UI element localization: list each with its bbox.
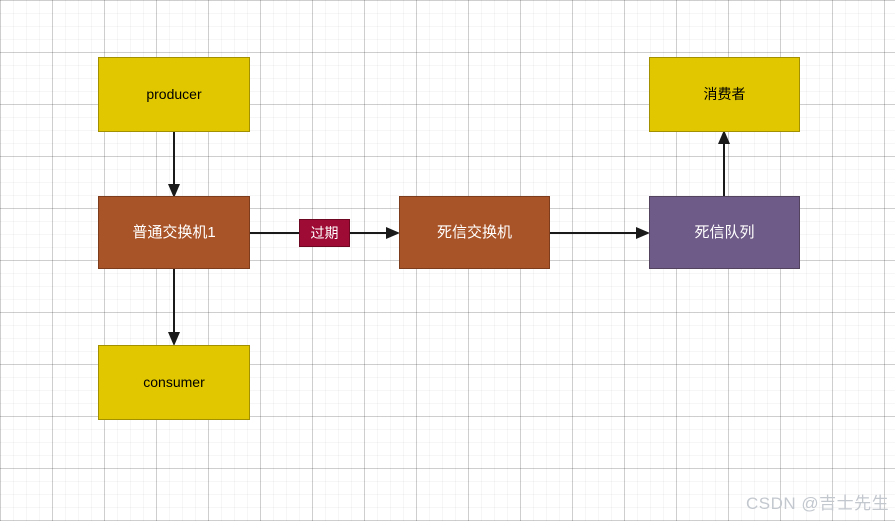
node-dl-consumer[interactable]: 消费者 bbox=[649, 57, 800, 132]
node-consumer[interactable]: consumer bbox=[98, 345, 250, 420]
node-dead-letter-exchange[interactable]: 死信交换机 bbox=[399, 196, 550, 269]
edge-label-expired-text: 过期 bbox=[310, 225, 339, 241]
edge-dead-letter-exchange-to-queue bbox=[548, 223, 653, 243]
node-dead-letter-exchange-label: 死信交换机 bbox=[436, 223, 512, 241]
node-dead-letter-queue[interactable]: 死信队列 bbox=[649, 196, 800, 269]
edge-producer-to-normal-exchange bbox=[164, 128, 184, 200]
edge-label-expired[interactable]: 过期 bbox=[299, 219, 350, 247]
csdn-watermark: CSDN @吉士先生 bbox=[746, 489, 889, 514]
node-consumer-label: consumer bbox=[143, 374, 205, 391]
csdn-watermark-text: CSDN @吉士先生 bbox=[746, 494, 890, 513]
node-dl-consumer-label: 消费者 bbox=[703, 86, 746, 103]
node-normal-exchange-1[interactable]: 普通交换机1 bbox=[98, 196, 250, 269]
edge-queue-to-dl-consumer bbox=[714, 128, 734, 200]
node-producer-label: producer bbox=[146, 86, 202, 103]
node-normal-exchange-1-label: 普通交换机1 bbox=[132, 223, 216, 241]
node-dead-letter-queue-label: 死信队列 bbox=[694, 223, 755, 241]
edge-normal-exchange-to-consumer bbox=[164, 266, 184, 348]
node-producer[interactable]: producer bbox=[98, 57, 250, 132]
